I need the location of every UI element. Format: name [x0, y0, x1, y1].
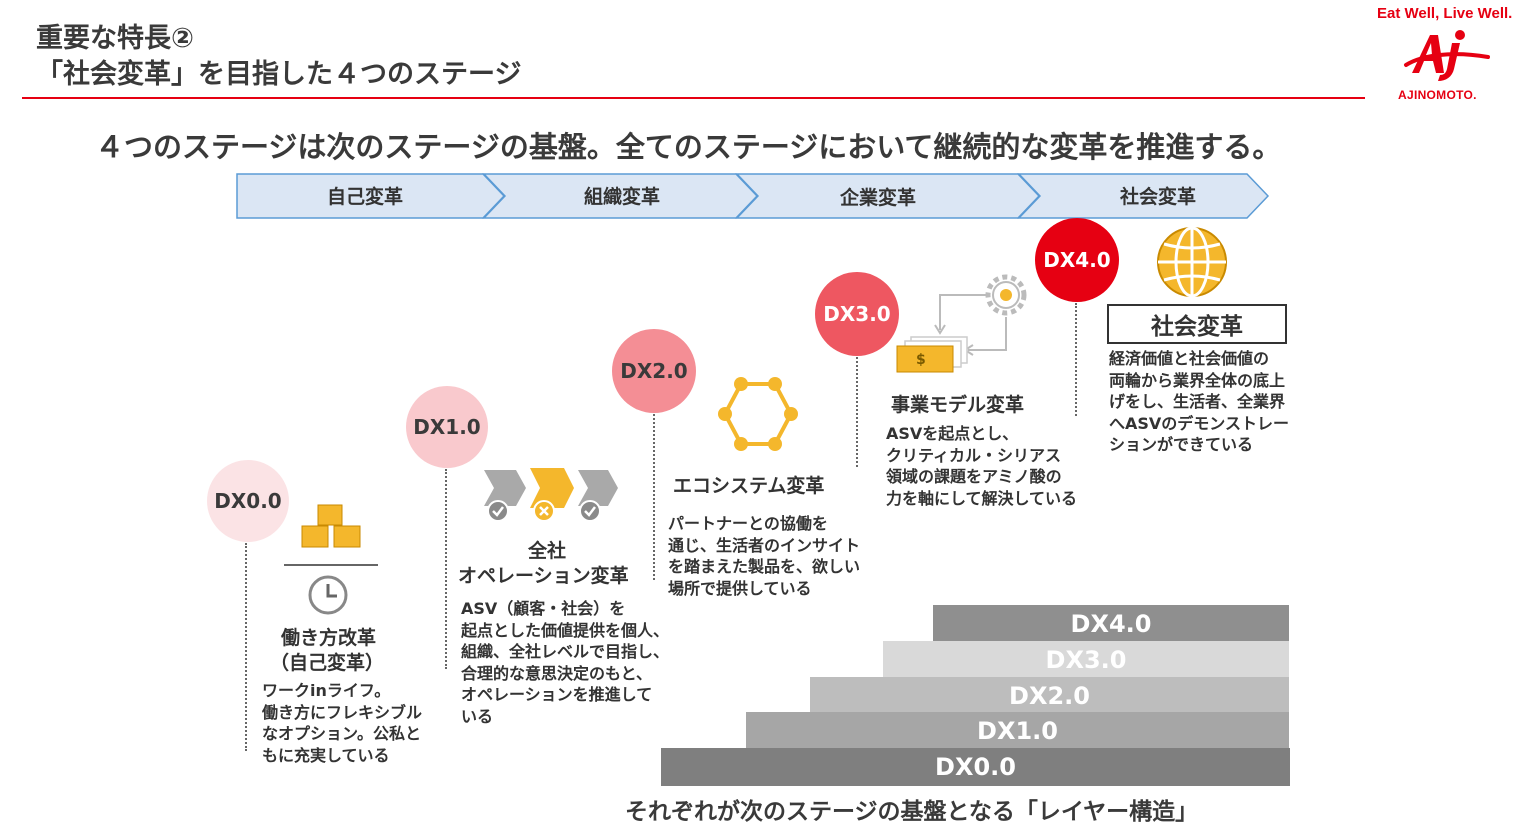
dx1-desc-line: 組織、全社レベルで目指し、: [461, 642, 670, 661]
dx2-description: パートナーとの協働を 通じ、生活者のインサイト を踏まえた製品を、欲しい 場所で…: [668, 513, 860, 599]
layer-dx2: DX2.0: [810, 677, 1289, 715]
money-gear-icon: [893, 265, 1033, 380]
stage-label-society: 社会変革: [1119, 186, 1196, 208]
dx3-circle: DX3.0: [815, 272, 899, 356]
dx1-desc-line: 合理的な意思決定のもと、: [461, 663, 653, 683]
layer-structure-caption: それぞれが次のステージの基盤となる「レイヤー構造」: [625, 799, 1199, 825]
dx1-dotted-line: [445, 469, 447, 669]
dx4-dotted-line: [1075, 303, 1077, 416]
ajinomoto-logo-mark: [1402, 25, 1492, 85]
dx2-desc-line: 場所で提供している: [668, 578, 812, 598]
dx2-dotted-line: [653, 414, 655, 580]
stage-label-enterprise: 企業変革: [839, 187, 916, 209]
dx3-desc-line: 力を軸にして解決している: [886, 488, 1078, 508]
dx1-desc-line: 起点とした価値提供を個人、: [461, 620, 670, 640]
dx0-title: 働き方改革: [281, 627, 377, 649]
dx4-desc-line: ションができている: [1109, 435, 1254, 454]
headline: ４つのステージは次のステージの基盤。全てのステージにおいて継続的な変革を推進する…: [95, 130, 1282, 164]
dx4-circle: DX4.0: [1035, 218, 1119, 302]
dx2-circle: DX2.0: [612, 329, 696, 413]
dx3-desc-line: 領域の課題をアミノ酸の: [886, 467, 1062, 486]
page-title-line2: 「社会変革」を目指した４つのステージ: [36, 59, 522, 90]
dx1-desc-line: いる: [461, 706, 494, 726]
layer-dx4: DX4.0: [933, 605, 1289, 643]
dx4-desc-line: げをし、生活者、全業界: [1109, 392, 1286, 411]
dx2-desc-line: パートナーとの協働を: [668, 514, 828, 533]
dx0-desc-line: もに充実している: [262, 745, 390, 765]
dx3-description: ASVを起点とし、 クリティカル・シリアス 領域の課題をアミノ酸の 力を軸にして…: [886, 423, 1077, 509]
dx3-dotted-line: [856, 357, 858, 467]
dx1-title-line2: オペレーション変革: [458, 565, 629, 587]
globe-icon: [1154, 226, 1232, 298]
dx3-title: 事業モデル変革: [891, 394, 1025, 416]
stage-arrow-bar: [236, 173, 1270, 219]
dx4-title: 社会変革: [1107, 304, 1287, 344]
dx2-desc-line: を踏まえた製品を、欲しい: [668, 557, 861, 576]
hexagon-network-icon: [717, 374, 801, 458]
dx0-circle: DX0.0: [207, 460, 289, 542]
stage-label-organization: 組織変革: [583, 186, 660, 208]
dx1-desc-line: ASV（顧客・社会）を: [461, 599, 626, 618]
dx0-dotted-line: [245, 543, 247, 751]
layer-dx0: DX0.0: [661, 748, 1290, 786]
dx1-description: ASV（顧客・社会）を 起点とした価値提供を個人、 組織、全社レベルで目指し、 …: [461, 598, 669, 727]
dx1-title-line1: 全社: [528, 540, 567, 562]
stage-label-self: 自己変革: [326, 186, 403, 208]
dx4-desc-line: へASVのデモンストレー: [1109, 413, 1289, 433]
brand-name: AJINOMOTO.: [1398, 88, 1477, 102]
dx2-desc-line: 通じ、生活者のインサイト: [668, 535, 861, 555]
dx2-title: エコシステム変革: [673, 475, 825, 497]
page-title-line1: 重要な特長②: [36, 23, 194, 54]
dx4-desc-line: 両輪から業界全体の底上: [1109, 370, 1286, 390]
brand-tagline: Eat Well, Live Well.: [1377, 5, 1513, 22]
dx4-description: 経済価値と社会価値の 両輪から業界全体の底上 げをし、生活者、全業界 へASVの…: [1109, 348, 1289, 456]
dx1-desc-line: オペレーションを推進して: [461, 685, 653, 704]
dx0-desc-line: なオプション。公私と: [262, 724, 422, 743]
layer-dx1: DX1.0: [746, 712, 1289, 750]
dx1-circle: DX1.0: [406, 386, 488, 468]
process-flow-icon: [482, 466, 622, 526]
dx0-description: ワークinライフ。 働き方にフレキシブル なオプション。公私と もに充実している: [262, 680, 422, 766]
dx3-desc-line: ASVを起点とし、: [886, 424, 1019, 443]
dx3-desc-line: クリティカル・シリアス: [886, 445, 1062, 465]
dx0-desc-line: ワークinライフ。: [262, 681, 391, 700]
title-divider: [22, 97, 1365, 99]
dx4-desc-line: 経済価値と社会価値の: [1109, 349, 1270, 368]
dx0-desc-line: 働き方にフレキシブル: [262, 702, 423, 722]
boxes-clock-icon: [282, 500, 380, 620]
dollar-sign: $: [916, 352, 926, 368]
layer-dx3: DX3.0: [883, 641, 1289, 679]
dx0-subtitle: （自己変革）: [270, 652, 385, 674]
